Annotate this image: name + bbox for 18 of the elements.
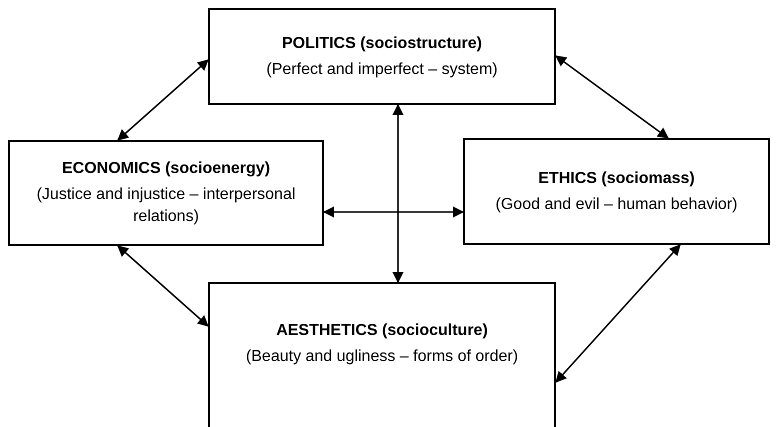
box-description: (Justice and injustice – interpersonal relations)	[36, 185, 296, 227]
concept-box	[208, 8, 556, 105]
concept-box	[8, 140, 324, 246]
box-description: (Perfect and imperfect – system)	[266, 60, 498, 80]
double-arrow	[117, 245, 209, 327]
concept-box	[208, 282, 556, 427]
box-heading: AESTHETICS (socioculture)	[276, 321, 488, 341]
box-heading: ECONOMICS (socioenergy)	[62, 159, 270, 179]
double-arrow	[555, 244, 681, 383]
box-heading: ETHICS (sociomass)	[538, 168, 695, 188]
box-description: (Beauty and ugliness – forms of order)	[246, 347, 518, 367]
double-arrow	[322, 206, 464, 218]
concept-box	[463, 138, 770, 245]
box-description: (Good and evil – human behavior)	[496, 194, 738, 214]
box-heading: POLITICS (sociostructure)	[282, 34, 482, 54]
double-arrow	[117, 59, 209, 141]
double-arrow	[555, 55, 669, 139]
double-arrow	[392, 104, 404, 284]
